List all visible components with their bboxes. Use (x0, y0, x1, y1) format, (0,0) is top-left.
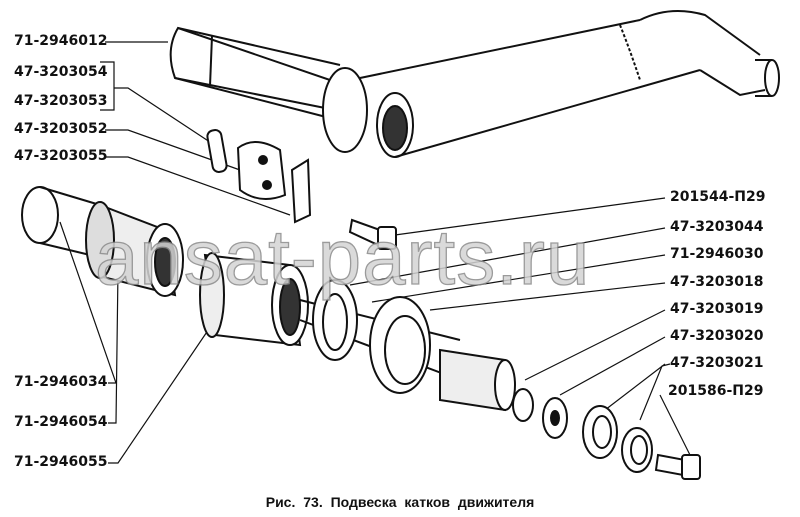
label-part: 71-2946055 (14, 454, 108, 470)
leader-lines (59, 41, 691, 464)
figure-caption: Рис. 73. Подвеска катков движителя (265, 494, 535, 510)
label-part: 47-3203020 (670, 328, 764, 344)
label-part: 201586-П29 (668, 383, 764, 399)
label-part: 47-3203019 (670, 301, 764, 317)
label-part: 201544-П29 (670, 189, 766, 205)
shaft-assembly (21, 186, 516, 412)
label-part: 47-3203018 (670, 274, 764, 290)
label-part: 47-3203044 (670, 219, 764, 235)
label-part: 47-3203052 (14, 121, 108, 137)
label-part: 47-3203055 (14, 148, 108, 164)
fasteners (348, 218, 701, 480)
label-part: 47-3203053 (14, 93, 108, 109)
label-part: 47-3203054 (14, 64, 108, 80)
label-part: 71-2946012 (14, 33, 108, 49)
housing-part (169, 10, 780, 158)
label-part: 47-3203021 (670, 355, 764, 371)
label-part: 71-2946030 (670, 246, 764, 262)
label-part: 71-2946034 (14, 374, 108, 390)
label-part: 71-2946054 (14, 414, 108, 430)
watermark: ansat-parts.ru (94, 212, 591, 301)
flange-parts (206, 129, 312, 224)
